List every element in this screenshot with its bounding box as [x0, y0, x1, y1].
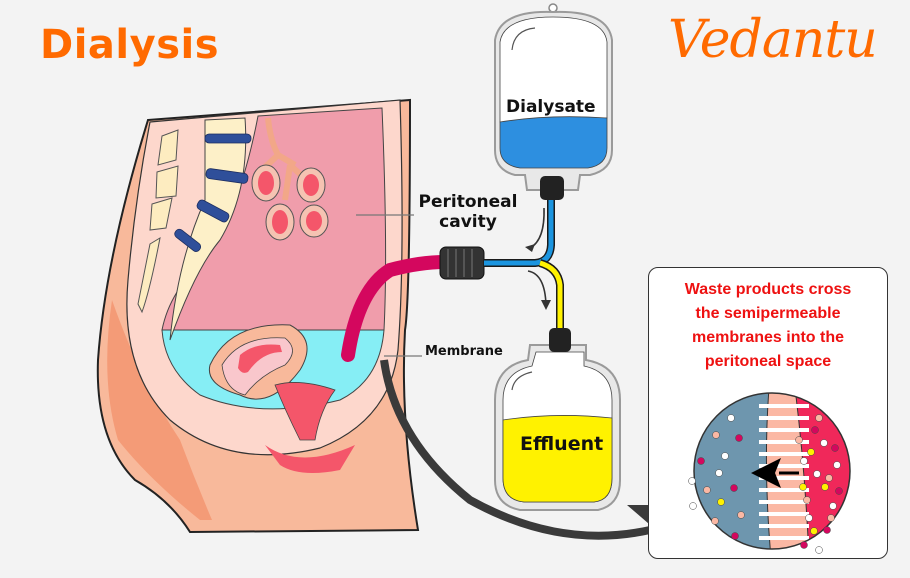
- particle-23: [825, 474, 833, 482]
- flow-arrow-in: [529, 207, 545, 249]
- particle-25: [799, 483, 807, 491]
- brand-logo: Vedantu: [668, 10, 878, 70]
- intestine-loops: [251, 117, 329, 241]
- callout-line-1: Waste products cross: [684, 281, 852, 298]
- particle-18: [807, 448, 815, 456]
- particle-10: [689, 502, 697, 510]
- callout-line-2: the semipermeable: [695, 305, 841, 322]
- particle-31: [823, 526, 831, 534]
- magnify-pointer-arrow: [380, 359, 651, 540]
- dialysate-bag: [494, 3, 613, 200]
- particle-20: [800, 457, 808, 465]
- particle-29: [805, 514, 813, 522]
- particle-19: [831, 444, 839, 452]
- effluent-tube-fill: [539, 260, 563, 350]
- catheter-tube: [341, 255, 452, 362]
- catheter-cuff: [439, 246, 485, 280]
- flow-arrowhead-out: [541, 300, 551, 310]
- flow-arrow-out: [527, 270, 547, 306]
- pelvic-organs: [208, 324, 355, 474]
- peritoneal-label-line2: cavity: [439, 212, 497, 232]
- particle-5: [715, 469, 723, 477]
- particle-30: [827, 514, 835, 522]
- solute-particles: [688, 414, 843, 554]
- peritoneal-label-line1: Peritoneal: [418, 192, 518, 212]
- particle-8: [730, 484, 738, 492]
- particle-28: [829, 502, 837, 510]
- disc-1: [204, 133, 252, 144]
- page-title: Dialysis: [40, 22, 220, 68]
- membrane-label: Membrane: [425, 344, 503, 359]
- disc-2: [205, 168, 249, 184]
- particle-33: [800, 541, 808, 549]
- peritoneal-cavity-label: Peritoneal cavity: [418, 192, 518, 232]
- particle-27: [803, 496, 811, 504]
- disc-4: [174, 228, 202, 252]
- particle-21: [833, 461, 841, 469]
- dialysate-label: Dialysate: [506, 97, 596, 117]
- disc-3: [196, 199, 230, 223]
- particle-22: [813, 470, 821, 478]
- effluent-bag: [494, 328, 621, 511]
- flow-arrowhead-in: [525, 244, 535, 252]
- callout-line-3: membranes into the: [691, 329, 845, 346]
- particle-15: [811, 426, 819, 434]
- callout-text: Waste products cross the semipermeable m…: [649, 278, 887, 374]
- effluent-label: Effluent: [520, 433, 604, 455]
- particle-6: [688, 477, 696, 485]
- body-cross-section: [96, 98, 420, 534]
- dialysate-tube-fill: [484, 195, 554, 266]
- sacrum-bones: [137, 129, 179, 314]
- particle-32: [810, 527, 818, 535]
- callout-line-4: peritoneal space: [704, 353, 832, 370]
- particle-14: [815, 414, 823, 422]
- particle-9: [717, 498, 725, 506]
- membrane-callout-box: Waste products cross the semipermeable m…: [648, 267, 888, 559]
- particle-11: [737, 511, 745, 519]
- particle-17: [820, 439, 828, 447]
- particle-34: [815, 546, 823, 554]
- particle-12: [711, 517, 719, 525]
- diffusion-arrowhead: [751, 458, 781, 488]
- particle-24: [835, 487, 843, 495]
- particle-3: [697, 457, 705, 465]
- particle-4: [721, 452, 729, 460]
- particle-13: [731, 532, 739, 540]
- membrane-magnified-view: [688, 392, 851, 554]
- particle-26: [821, 483, 829, 491]
- particle-0: [727, 414, 735, 422]
- particle-2: [735, 434, 743, 442]
- particle-1: [712, 431, 720, 439]
- vertebral-discs: [174, 133, 252, 252]
- particle-16: [795, 436, 803, 444]
- particle-7: [703, 486, 711, 494]
